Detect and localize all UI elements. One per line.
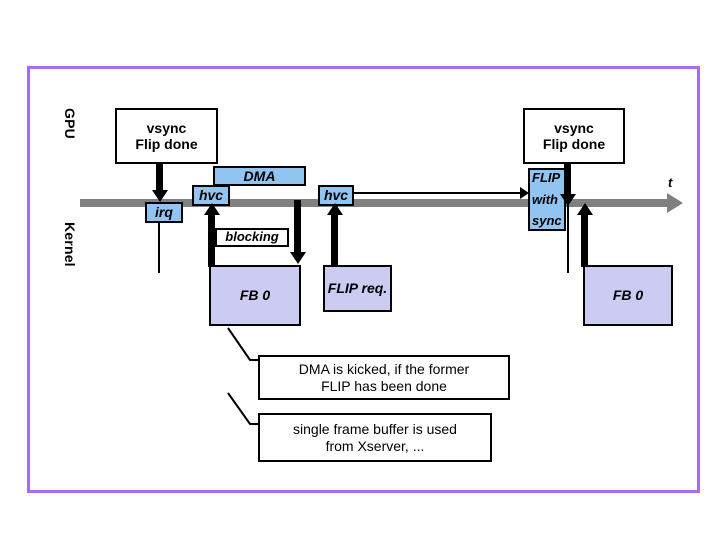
- kernel-box-hvc-2[interactable]: hvc: [318, 185, 354, 206]
- flip-with-sync-line1: FLIP: [532, 170, 561, 185]
- gpu-event-vsync-right[interactable]: vsync Flip done: [523, 108, 625, 164]
- kernel-box-dma[interactable]: DMA: [213, 166, 306, 186]
- callout-dma-line1: DMA is kicked, if the former: [298, 361, 470, 378]
- gpu-event-vsync-left[interactable]: vsync Flip done: [115, 108, 218, 164]
- kernel-box-fb0-left[interactable]: FB 0: [209, 265, 301, 326]
- line-arrowhead-icon: [520, 187, 529, 199]
- flip-done-lifeline: [567, 200, 569, 273]
- kernel-box-flip-req[interactable]: FLIP req.: [323, 265, 392, 312]
- kernel-box-irq[interactable]: irq: [145, 202, 183, 223]
- slide-frame: [27, 66, 700, 493]
- kernel-box-blocking: blocking: [215, 228, 289, 247]
- line-hvc2-to-flip-with-sync: [354, 187, 529, 199]
- kernel-box-fb0-right[interactable]: FB 0: [583, 265, 673, 326]
- time-axis-label: t: [668, 175, 673, 190]
- vsync-right-line2: Flip done: [542, 136, 606, 152]
- flip-with-sync-line2: with: [532, 191, 558, 207]
- timeline-bar: [80, 199, 667, 207]
- lane-label-gpu: GPU: [62, 108, 78, 139]
- callout-fb-line2: from Xserver, ...: [325, 437, 425, 454]
- arrow-flipreq-to-hvc2-icon: [327, 203, 343, 267]
- timeline-arrowhead-icon: [667, 193, 683, 213]
- flip-with-sync-line3: sync: [532, 213, 562, 229]
- callout-single-framebuffer: single frame buffer is used from Xserver…: [258, 413, 492, 462]
- callout-dma-line2: FLIP has been done: [321, 377, 447, 394]
- arrow-fb0-right-up-icon: [577, 203, 593, 267]
- arrow-vsync-to-irq-icon: [152, 164, 168, 202]
- kernel-box-flip-with-sync[interactable]: FLIP with sync: [528, 168, 566, 231]
- vsync-left-line1: vsync: [146, 119, 187, 136]
- arrow-dma-to-fb0-icon: [290, 200, 306, 266]
- vsync-right-line1: vsync: [554, 119, 594, 136]
- callout-dma-kicked: DMA is kicked, if the former FLIP has be…: [258, 355, 510, 400]
- arrow-fb0-to-hvc1-icon: [204, 203, 220, 267]
- vsync-left-line2: Flip done: [135, 136, 198, 152]
- callout-fb-line1: single frame buffer is used: [293, 421, 457, 438]
- irq-lifeline: [158, 223, 160, 273]
- lane-label-kernel: Kernel: [62, 222, 78, 267]
